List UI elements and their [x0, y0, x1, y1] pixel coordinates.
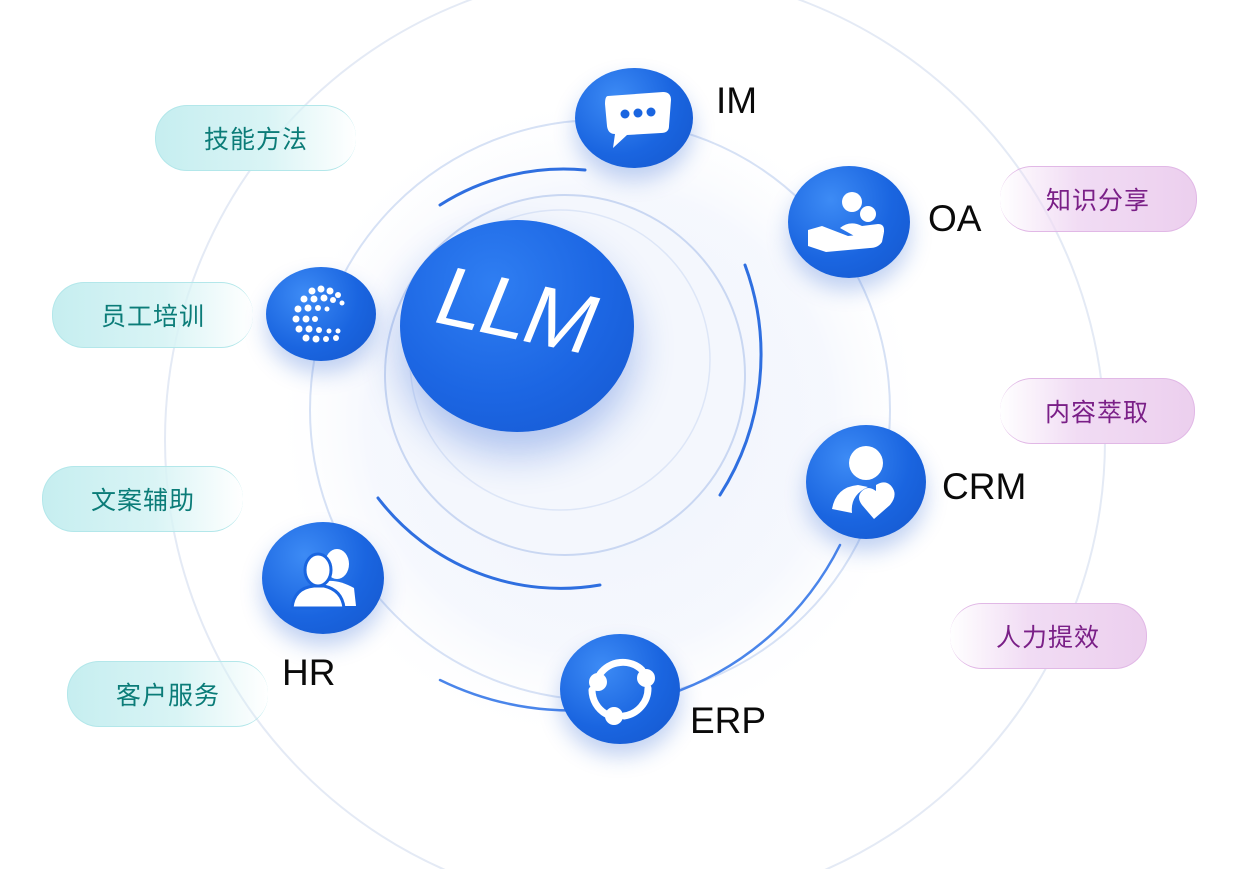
capability-pill-hr-efficiency: 人力提效 — [950, 603, 1147, 669]
capability-pill-employee-training: 员工培训 — [52, 282, 253, 348]
hr-node — [262, 522, 384, 634]
hr-label: HR — [282, 652, 336, 693]
accent-arc-right — [718, 263, 763, 497]
capability-label: 知识分享 — [1045, 186, 1150, 215]
accent-arc-top — [438, 167, 587, 207]
erp-node — [560, 634, 680, 744]
capability-pill-content-extraction: 内容萃取 — [1000, 378, 1195, 444]
crm-label: CRM — [942, 466, 1027, 507]
im-label: IM — [716, 80, 758, 121]
im-node — [575, 68, 693, 168]
accent-arc-bottom — [376, 496, 602, 590]
capability-label: 内容萃取 — [1044, 398, 1149, 427]
capability-label: 文案辅助 — [90, 486, 195, 515]
capability-pill-copywriting-assist: 文案辅助 — [42, 466, 243, 532]
capability-label: 技能方法 — [203, 125, 308, 154]
dot-sphere-icon — [292, 285, 345, 343]
crm-node — [806, 425, 926, 539]
capability-label: 人力提效 — [995, 623, 1100, 652]
erp-label: ERP — [690, 700, 767, 741]
chat-bubble-icon — [605, 92, 671, 148]
oa-node — [788, 166, 910, 278]
llm-core — [400, 220, 634, 432]
capability-label: 客户服务 — [115, 681, 220, 710]
dot-sphere-node — [266, 267, 376, 361]
capability-pill-customer-service: 客户服务 — [67, 661, 268, 727]
people-group-icon — [290, 549, 356, 610]
hand-people-icon — [808, 192, 884, 252]
capability-label: 员工培训 — [100, 302, 205, 331]
person-heart-icon — [832, 446, 895, 519]
share-nodes-icon — [588, 658, 655, 725]
oa-label: OA — [928, 198, 982, 239]
capability-pill-skill-methods: 技能方法 — [155, 105, 356, 171]
capability-pill-knowledge-sharing: 知识分享 — [1000, 166, 1197, 232]
